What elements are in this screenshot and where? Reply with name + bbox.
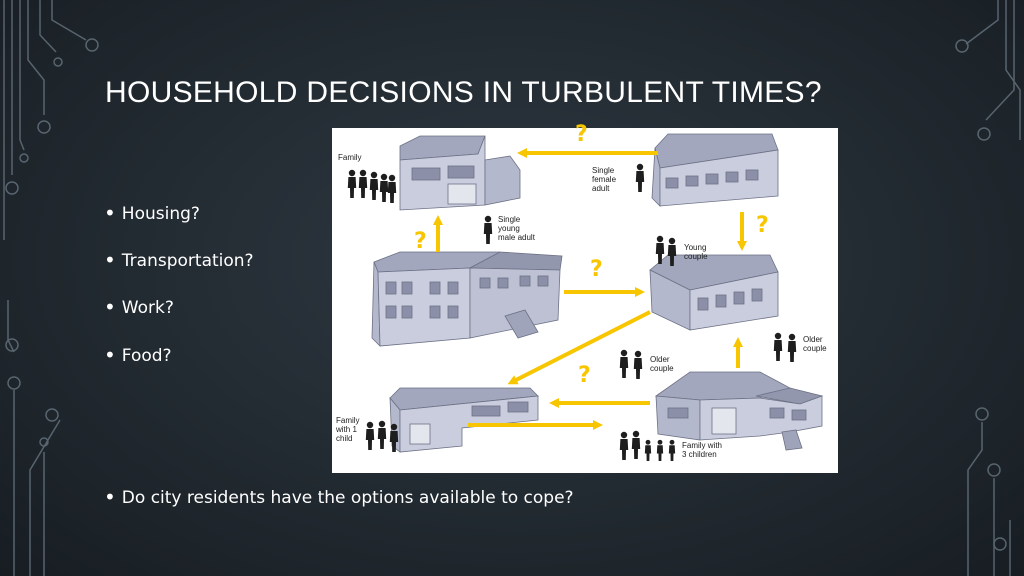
bullet-item-transportation: •Transportation? [104,248,254,272]
house-family-three-children [654,371,824,451]
bullet-text: Housing? [121,204,200,224]
bullet-item-housing: •Housing? [104,201,200,225]
closing-question-bullet: •Do city residents have the options avai… [104,485,574,509]
label-older-couple-right: Older couple [803,335,827,353]
bullet-text: Food? [121,346,172,366]
circuit-decoration-left [3,0,99,576]
detached-house-family [399,135,521,211]
label-older-couple-mid: Older couple [650,355,674,373]
bullet-dot: • [104,343,116,367]
arrow-rowhouse-to-small-house [507,310,651,385]
question-mark-top: ? [575,122,588,147]
label-family: Family [338,153,362,162]
label-single-male: Single young male adult [498,215,536,242]
circuit-decoration-right [955,0,1021,576]
apartment-building-single-male [371,251,563,347]
closing-question-text: Do city residents have the options avail… [121,488,574,508]
bullet-item-food: •Food? [104,343,172,367]
bullet-text: Transportation? [121,251,254,271]
family-one-child-silhouettes [365,420,399,452]
transition-arrows [433,148,747,430]
bullet-dot: • [104,485,116,509]
bullet-dot: • [104,201,116,225]
question-mark-right: ? [756,213,769,238]
bullet-dot: • [104,295,116,319]
label-family-three-children: Family with 3 children [682,441,724,459]
bullet-dot: • [104,248,116,272]
bullet-text: Work? [121,298,174,318]
bullet-item-work: •Work? [104,295,174,319]
question-mark-lower: ? [578,363,591,388]
rowhouses-single-female [651,133,779,207]
label-young-couple: Young couple [684,243,709,261]
question-mark-center: ? [590,257,603,282]
label-family-one-child: Family with 1 child [335,416,362,443]
slide-title: HOUSEHOLD DECISIONS IN TURBULENT TIMES? [105,76,822,109]
rowhouses-young-couple [649,254,779,331]
label-single-female: Single female adult [592,166,618,193]
question-mark-left: ? [414,229,427,254]
